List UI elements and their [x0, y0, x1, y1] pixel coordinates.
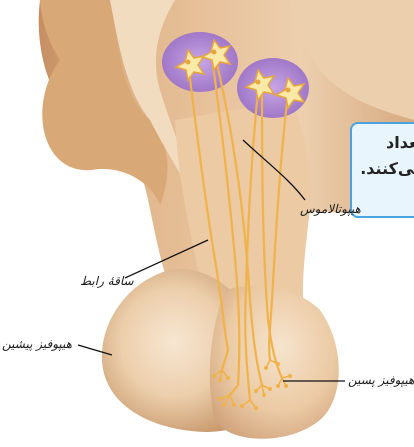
label-posterior-pituitary: هیپوفیز پسین — [348, 373, 414, 387]
label-hypothalamus: هیپوتالاموس — [300, 202, 361, 216]
label-infundibulum: ساقهٔ رابط — [80, 274, 134, 288]
callout-line-1: تعداد — [358, 130, 414, 156]
callout-line-2: می‌کنند. — [358, 156, 414, 182]
label-anterior-pituitary: هیپوفیز پیشین — [2, 337, 72, 351]
